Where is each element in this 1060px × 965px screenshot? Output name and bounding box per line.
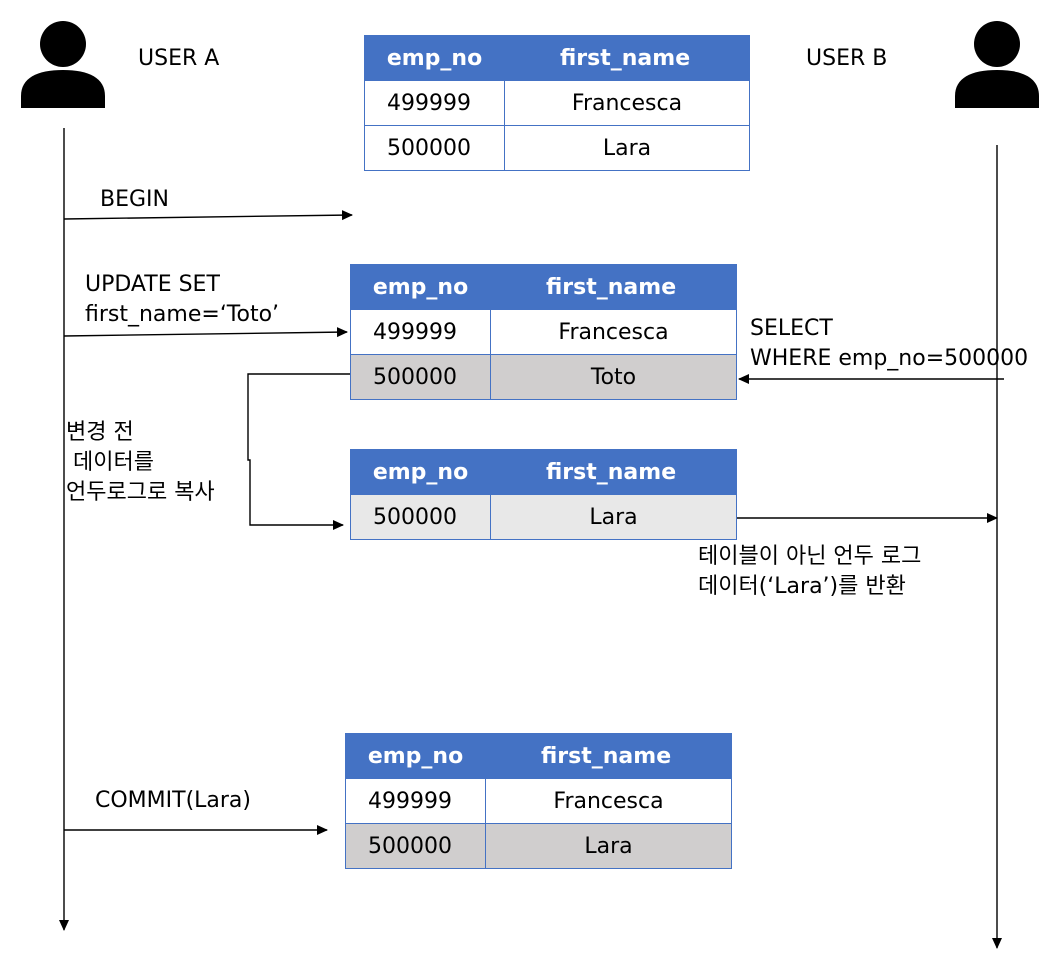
cell-first-name: Francesca: [504, 80, 750, 126]
table-row: 499999 Francesca: [364, 80, 750, 126]
cell-emp-no: 499999: [350, 309, 491, 355]
table-header-row: emp_no first_name: [350, 264, 737, 310]
user-a-label: USER A: [138, 46, 220, 71]
cell-emp-no: 499999: [345, 778, 486, 824]
col-header-emp-no: emp_no: [345, 733, 486, 779]
col-header-first-name: first_name: [504, 35, 750, 81]
cell-first-name: Lara: [504, 125, 750, 171]
col-header-emp-no: emp_no: [350, 449, 491, 495]
cell-emp-no: 500000: [350, 494, 491, 540]
table-header-row: emp_no first_name: [364, 35, 750, 81]
committed-table: emp_no first_name 499999 Francesca 50000…: [345, 733, 732, 869]
table-row-highlighted: 500000 Toto: [350, 354, 737, 400]
initial-table: emp_no first_name 499999 Francesca 50000…: [364, 35, 750, 171]
col-header-emp-no: emp_no: [350, 264, 491, 310]
cell-first-name: Lara: [490, 494, 737, 540]
update-label: UPDATE SET first_name=‘Toto’: [85, 272, 280, 327]
table-row: 499999 Francesca: [350, 309, 737, 355]
table-header-row: emp_no first_name: [345, 733, 732, 779]
updated-table: emp_no first_name 499999 Francesca 50000…: [350, 264, 737, 400]
begin-arrow: [63, 210, 353, 221]
col-header-emp-no: emp_no: [364, 35, 505, 81]
cell-emp-no: 500000: [350, 354, 491, 400]
copy-to-undo-arrow: [247, 373, 350, 530]
col-header-first-name: first_name: [485, 733, 732, 779]
table-row: 500000 Lara: [364, 125, 750, 171]
commit-label: COMMIT(Lara): [95, 788, 251, 813]
return-undo-label: 테이블이 아닌 언두 로그 데이터(‘Lara’)를 반환: [698, 544, 922, 599]
cell-first-name: Francesca: [490, 309, 737, 355]
begin-label: BEGIN: [100, 187, 169, 212]
user-b-label: USER B: [806, 46, 888, 71]
copy-to-undo-label: 변경 전 데이터를 언두로그로 복사: [66, 420, 215, 505]
cell-emp-no: 499999: [364, 80, 505, 126]
update-arrow: [63, 327, 348, 338]
col-header-first-name: first_name: [490, 449, 737, 495]
user-icon: [21, 21, 105, 108]
cell-emp-no: 500000: [345, 823, 486, 869]
cell-emp-no: 500000: [364, 125, 505, 171]
cell-first-name: Francesca: [485, 778, 732, 824]
table-row: 499999 Francesca: [345, 778, 732, 824]
undo-log-table: emp_no first_name 500000 Lara: [350, 449, 737, 540]
table-header-row: emp_no first_name: [350, 449, 737, 495]
table-row: 500000 Lara: [350, 494, 737, 540]
col-header-first-name: first_name: [490, 264, 737, 310]
user-icon: [955, 21, 1039, 108]
cell-first-name: Lara: [485, 823, 732, 869]
select-label: SELECT WHERE emp_no=500000: [750, 316, 1029, 371]
cell-first-name: Toto: [490, 354, 737, 400]
table-row-highlighted: 500000 Lara: [345, 823, 732, 869]
